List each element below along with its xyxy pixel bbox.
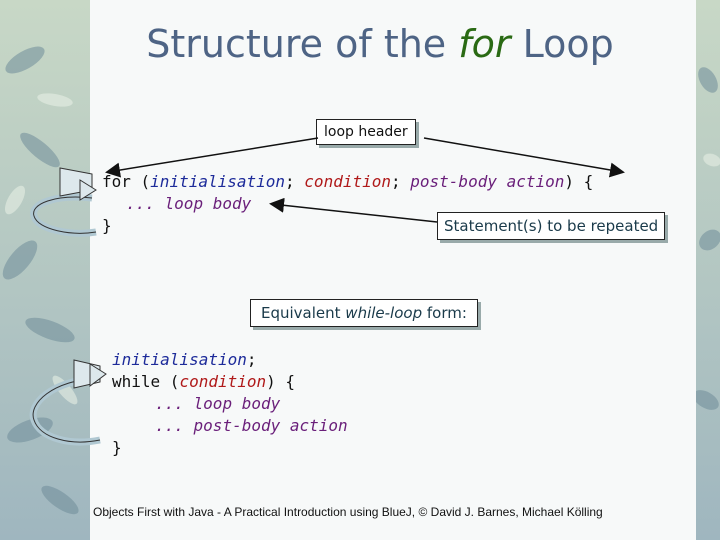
while-line-2: while (condition) { (112, 372, 295, 391)
title-suffix: Loop (510, 22, 614, 66)
while-close-paren: ) { (266, 372, 296, 391)
slide-footer: Objects First with Java - A Practical In… (93, 505, 603, 519)
for-sep-1: ; (285, 172, 305, 191)
while-line-1: initialisation; (112, 350, 257, 369)
while-post-body-action: post-body action (183, 416, 348, 435)
while-condition: condition (179, 372, 267, 391)
while-line-4: ... post-body action (155, 416, 348, 435)
slide-panel (90, 0, 696, 540)
for-close-paren: ) { (564, 172, 594, 191)
slide-title: Structure of the for Loop (0, 22, 720, 66)
while-form-prefix: Equivalent (261, 304, 346, 322)
for-open-paren: ( (130, 172, 151, 191)
while-line-3: ... loop body (155, 394, 280, 413)
while-form-suffix: form: (422, 304, 467, 322)
while-initialisation: initialisation (112, 350, 247, 369)
title-keyword: for (458, 22, 511, 66)
while-line-5: } (112, 438, 122, 457)
while-loop-repeat-arrow (29, 359, 107, 446)
while-form-callout: Equivalent while-loop form: (250, 299, 478, 327)
while-post-dots: ... (155, 416, 184, 435)
title-prefix: Structure of the (146, 22, 459, 66)
header-arrow-left (105, 137, 319, 178)
for-condition: condition (304, 172, 391, 191)
for-line-3: } (102, 216, 112, 235)
for-post-body-action: post-body action (410, 172, 565, 191)
statements-arrow (269, 197, 438, 223)
loop-header-callout: loop header (316, 119, 416, 145)
for-sep-2: ; (391, 172, 411, 191)
for-line-2: ... loop body (126, 194, 251, 213)
while-open-paren: ( (160, 372, 180, 391)
header-arrow-right (423, 137, 625, 178)
while-semicolon: ; (246, 350, 257, 369)
while-body-dots: ... (155, 394, 184, 413)
for-body-dots: ... (126, 194, 155, 213)
while-keyword: while (112, 372, 161, 391)
statements-callout: Statement(s) to be repeated (437, 212, 666, 240)
while-loop-body: loop body (183, 394, 281, 413)
for-loop-body: loop body (154, 194, 252, 213)
while-form-italic: while-loop (345, 304, 423, 322)
for-loop-repeat-arrow (30, 167, 97, 237)
for-initialisation: initialisation (150, 172, 286, 191)
